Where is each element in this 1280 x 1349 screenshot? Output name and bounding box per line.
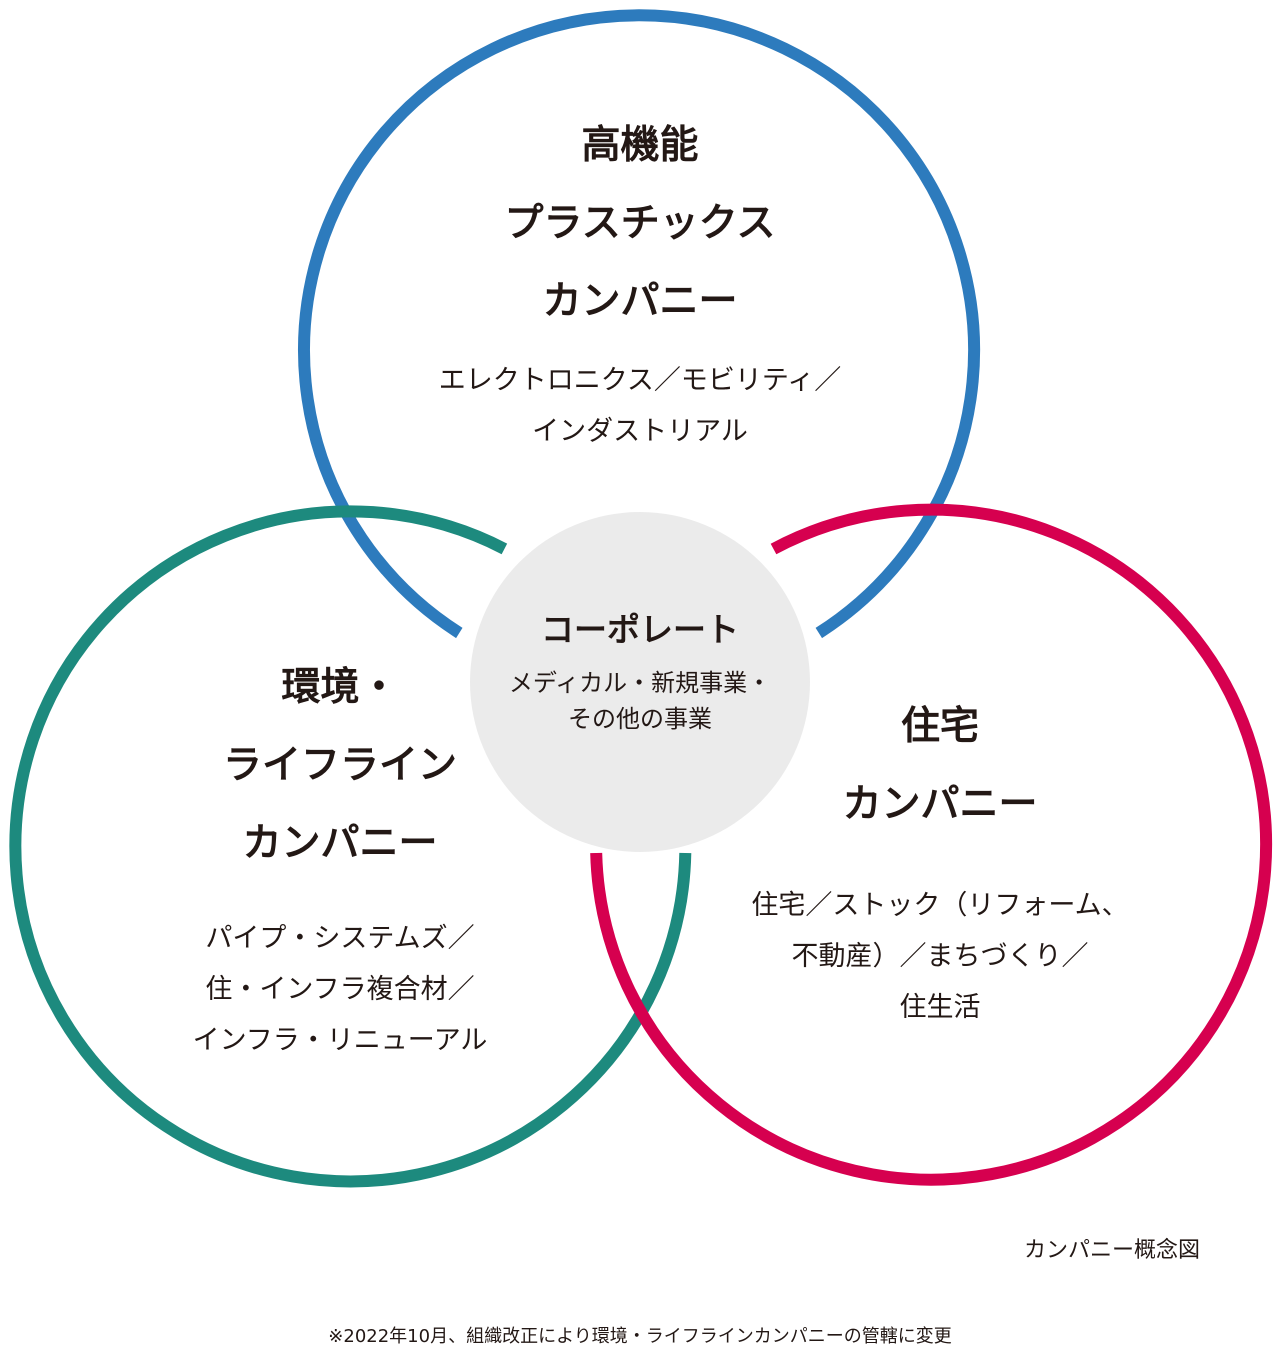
housing-company: 住宅 カンパニー 住宅／ストック（リフォーム、 不動産）／まちづくり／ 住生活 (700, 688, 1180, 1033)
footnote: ※2022年10月、組織改正により環境・ライフラインカンパニーの管轄に変更 (328, 1326, 952, 1347)
left-title: 環境・ ライフライン カンパニー (110, 649, 570, 883)
left-description: パイプ・システムズ／ 住・インフラ複合材／ インフラ・リニューアル (110, 913, 570, 1066)
center-desc-line: その他の事業 (568, 705, 712, 733)
top-circle (298, 9, 981, 639)
left-circle (9, 505, 692, 1188)
right-desc-line: 住宅／ストック（リフォーム、 (751, 890, 1129, 921)
center-circle (470, 512, 810, 852)
left-desc-line: パイプ・システムズ／ (205, 923, 475, 954)
right-circle (590, 503, 1273, 1186)
right-title-line: カンパニー (842, 782, 1038, 827)
top-description: エレクトロニクス／モビリティ／ インダストリアル (390, 355, 890, 457)
high-performance-plastics-company: 高機能 プラスチックス カンパニー エレクトロニクス／モビリティ／ インダストリ… (390, 107, 890, 457)
top-title-line: カンパニー (542, 279, 738, 324)
right-title-line: 住宅 (900, 704, 979, 749)
left-title-line: カンパニー (242, 821, 438, 866)
corporate-block: コーポレート メディカル・新規事業・ その他の事業 (470, 603, 810, 737)
center-title: コーポレート (541, 610, 739, 649)
top-desc-line: エレクトロニクス／モビリティ／ (438, 365, 842, 396)
urban-infrastructure-environmental-company: 環境・ ライフライン カンパニー パイプ・システムズ／ 住・インフラ複合材／ イ… (110, 649, 570, 1066)
top-title-line: 高機能 (581, 123, 699, 168)
top-desc-line: インダストリアル (532, 416, 748, 447)
top-title: 高機能 プラスチックス カンパニー (390, 107, 890, 341)
center-description: メディカル・新規事業・ その他の事業 (470, 665, 810, 737)
left-title-line: 環境・ (281, 665, 399, 710)
left-desc-line: インフラ・リニューアル (192, 1025, 488, 1056)
left-desc-line: 住・インフラ複合材／ (205, 974, 475, 1005)
top-title-line: プラスチックス (504, 201, 776, 246)
center-desc-line: メディカル・新規事業・ (508, 669, 772, 697)
right-title: 住宅 カンパニー (700, 688, 1180, 844)
left-title-line: ライフライン (222, 743, 457, 788)
right-description: 住宅／ストック（リフォーム、 不動産）／まちづくり／ 住生活 (700, 880, 1180, 1033)
diagram-caption: カンパニー概念図 (1023, 1238, 1200, 1263)
right-desc-line: 不動産）／まちづくり／ (791, 941, 1089, 972)
right-desc-line: 住生活 (899, 992, 981, 1023)
